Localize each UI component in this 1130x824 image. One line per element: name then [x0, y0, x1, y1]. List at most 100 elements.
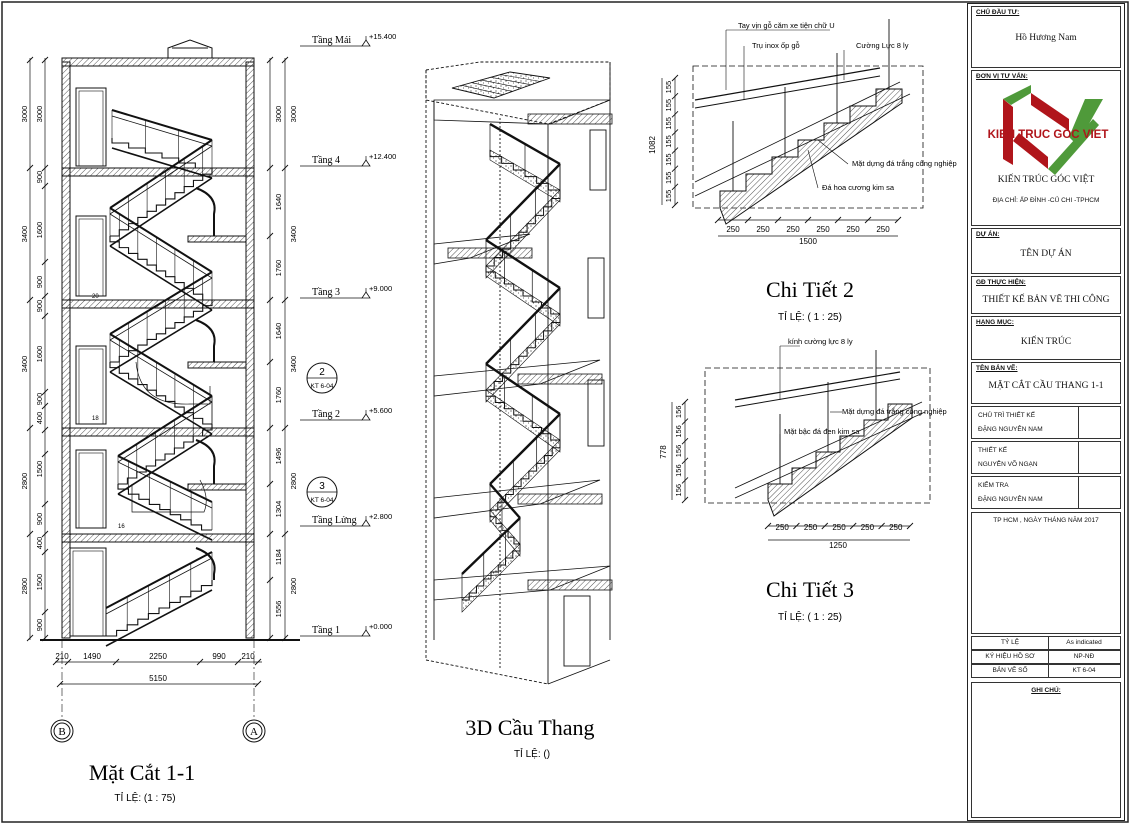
category-value: KIẾN TRÚC [1020, 337, 1072, 347]
dimension-label: 900 [35, 171, 44, 184]
floor-label: Tầng 4 [312, 155, 340, 166]
category-label: HẠNG MỤC: [976, 319, 1014, 326]
bottom-dimension: 1490 [83, 652, 101, 661]
drawing-name: MẶT CẮT CẦU THANG 1-1 [988, 381, 1104, 391]
detail-2-height: 1082 [648, 136, 657, 154]
meta-value: KT 6-04 [1072, 667, 1096, 674]
drawing-label: TÊN BẢN VẼ: [976, 365, 1018, 372]
riser-dimension: 156 [674, 484, 683, 497]
notes-label: GHI CHÚ: [1031, 687, 1061, 694]
dimension-label: 3000 [20, 106, 29, 123]
riser-dimension: 155 [664, 81, 673, 94]
detail-3-title: Chi Tiết 3 [766, 577, 854, 602]
tread-dimension: 250 [876, 225, 890, 234]
tread-dimension: 250 [889, 523, 903, 532]
detail-2-label: Đá hoa cương kim sa [822, 183, 895, 192]
3d-title: 3D Cầu Thang [465, 715, 594, 740]
phase-label: GĐ THỰC HIỆN: [976, 279, 1026, 286]
callout-ref: KT 6-04 [310, 497, 333, 504]
floor-slab [61, 427, 255, 437]
landing-slab [187, 361, 247, 369]
detail-2-scale: TỈ LỆ: ( 1 : 25) [778, 310, 842, 323]
dimension-label: 1760 [274, 387, 283, 404]
date-line: TP HCM , NGÀY THÁNG NĂM 2017 [993, 517, 1099, 524]
dimension-label: 400 [35, 412, 44, 425]
elevation-label: +2.800 [369, 512, 392, 521]
section-scale: TỈ LỆ: (1 : 75) [114, 791, 175, 804]
title-block: CHỦ ĐẦU TƯ: Hồ Hương Nam ĐƠN VỊ TƯ VẤN: … [967, 3, 1125, 821]
dimension-label: 3000 [289, 106, 298, 123]
dimension-label: 3400 [20, 356, 29, 373]
dimension-label: 1640 [274, 194, 283, 211]
tread-dimension: 250 [846, 225, 860, 234]
riser-dimension: 156 [674, 464, 683, 477]
detail-2-label: Tay vịn gỗ căm xe tiện chữ U [738, 21, 835, 30]
detail-2-label: Trụ inox ốp gỗ [752, 41, 800, 50]
dimension-label: 3000 [35, 106, 44, 123]
door [69, 547, 107, 637]
company-address: ĐỊA CHỈ: ẤP ĐÌNH -CỦ CHI -TPHCM [992, 197, 1100, 204]
phase-cell: GĐ THỰC HIỆN: THIẾT KẾ BẢN VẼ THI CÔNG [971, 276, 1121, 314]
consultant-label: ĐƠN VỊ TƯ VẤN: [976, 73, 1028, 80]
riser-dimension: 155 [664, 99, 673, 112]
3d-scale: TỈ LỆ: () [514, 747, 550, 760]
dimension-label: 900 [35, 393, 44, 406]
detail-3-width: 1250 [829, 541, 847, 550]
tread-dimension: 250 [832, 523, 846, 532]
dimension-label: 1496 [274, 448, 283, 465]
callout-number: 2 [319, 367, 325, 378]
company-logo: KIEN TRUC GOC VIET [988, 85, 1108, 175]
meta-label: KÝ HIỆU HỒ SƠ [985, 653, 1035, 660]
role-row: KIỂM TRA ĐẶNG NGUYÊN NAM [971, 476, 1121, 509]
floor-slab [61, 533, 255, 543]
door [75, 87, 107, 167]
role-title: KIỂM TRA [978, 482, 1009, 489]
detail-2-label: Mặt dựng đá trắng công nghiệp [852, 159, 957, 168]
stair-flight [109, 236, 212, 301]
role-title: THIẾT KẾ [978, 447, 1008, 454]
tread-dimension: 250 [756, 225, 770, 234]
stair-flight [117, 484, 212, 531]
floor-label: Tầng 1 [312, 625, 340, 636]
stair-flight [110, 300, 213, 363]
project-name: TÊN DỰ ÁN [1020, 249, 1072, 259]
dimension-label: 3400 [289, 356, 298, 373]
dimension-label: 2800 [20, 473, 29, 490]
dimension-label: 2800 [20, 578, 29, 595]
consultant-cell: ĐƠN VỊ TƯ VẤN: KIEN TRUC GOC VIET KIẾN T… [971, 70, 1121, 226]
section-title: Mặt Cắt 1-1 [89, 760, 195, 785]
role-person: ĐẶNG NGUYÊN NAM [978, 496, 1043, 503]
grid-label-b: B [58, 726, 65, 738]
tread-dimension: 250 [786, 225, 800, 234]
door [75, 449, 107, 529]
tread-dimension: 250 [776, 523, 790, 532]
riser-dimension: 155 [664, 190, 673, 203]
door [75, 215, 107, 297]
detail-3-label: Mặt dựng đá trắng công nghiệp [842, 407, 947, 416]
project-cell: DỰ ÁN: TÊN DỰ ÁN [971, 228, 1121, 274]
dimension-label: 900 [35, 513, 44, 526]
meta-row: BẢN VẼ SỐ KT 6-04 [971, 664, 1121, 678]
phase-value: THIẾT KẾ BẢN VẼ THI CÔNG [982, 295, 1110, 305]
detail-3-label: Mặt bậc đá đen kim sa [784, 427, 860, 436]
notes-cell: GHI CHÚ: [971, 682, 1121, 818]
dimension-label: 1760 [274, 260, 283, 277]
detail-3-scale: TỈ LỆ: ( 1 : 25) [778, 610, 842, 623]
dimension-label: 2800 [289, 578, 298, 595]
elevation-label: +12.400 [369, 152, 396, 161]
meta-label: BẢN VẼ SỐ [992, 667, 1028, 674]
dimension-label: 1184 [274, 549, 283, 565]
dimension-label: 1500 [35, 574, 44, 591]
tread-dimension: 250 [861, 523, 875, 532]
stair-3d-view [425, 61, 613, 685]
riser-dimension: 155 [664, 172, 673, 185]
company-name: KIẾN TRÚC GÓC VIỆT [997, 175, 1095, 185]
detail-2-title: Chi Tiết 2 [766, 277, 854, 302]
floor-label: Tầng Mái [312, 35, 351, 46]
